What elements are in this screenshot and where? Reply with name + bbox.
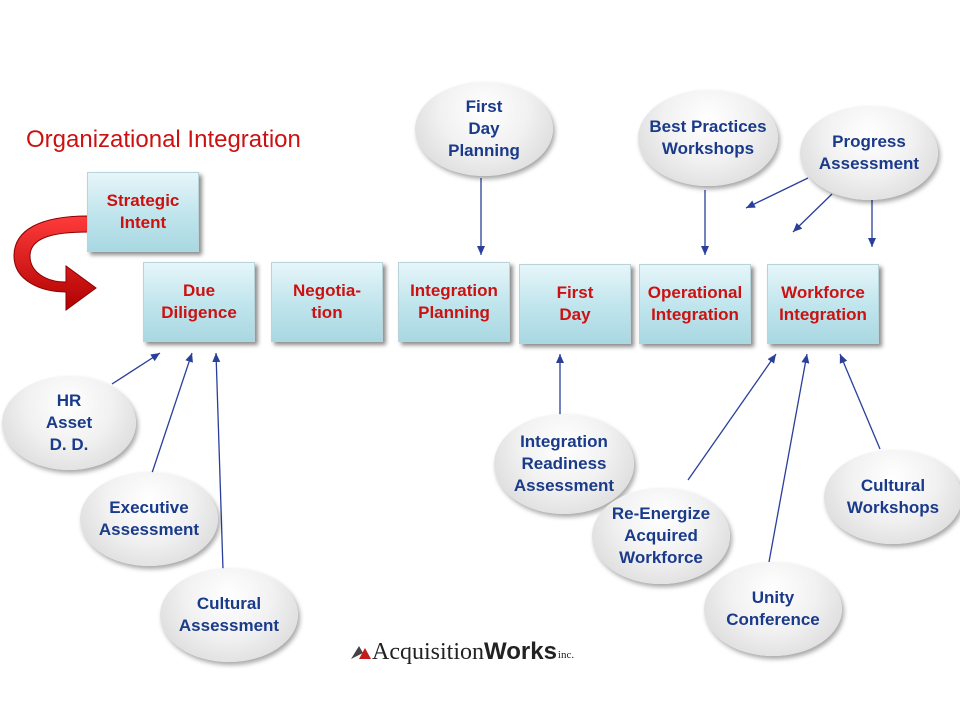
arrow-hr-asset	[111, 352, 161, 385]
stage-integration-planning: Integration Planning	[398, 262, 510, 342]
stage-first-day: First Day	[519, 264, 631, 344]
logo-text-works: Works	[484, 638, 557, 665]
curved-arrow-icon	[13, 215, 97, 311]
bubble-cultural-assessment: Cultural Assessment	[160, 568, 298, 662]
bubble-unity-conference: Unity Conference	[704, 562, 842, 656]
stage-due-diligence: Due Diligence	[143, 262, 255, 342]
bubble-first-day-planning: First Day Planning	[415, 82, 553, 176]
stage-negotiation: Negotia- tion	[271, 262, 383, 342]
arrow-re-energize	[687, 353, 777, 481]
page-title: Organizational Integration	[26, 126, 301, 153]
bubble-re-energize: Re-Energize Acquired Workforce	[592, 488, 730, 584]
bubble-cultural-workshops: Cultural Workshops	[824, 450, 960, 544]
stage-workforce-integration: Workforce Integration	[767, 264, 879, 344]
stage-operational-integration: Operational Integration	[639, 264, 751, 344]
arrow-cultural-assessment	[212, 352, 224, 571]
arrow-unity	[768, 353, 810, 563]
arrow-executive	[151, 352, 193, 474]
arrow-cultural-workshops	[839, 353, 881, 450]
bubble-executive-assessment: Executive Assessment	[80, 472, 218, 566]
bubble-hr-asset: HR Asset D. D.	[2, 376, 136, 470]
bubble-integration-readiness: Integration Readiness Assessment	[494, 414, 634, 514]
arrow-progress-2	[792, 193, 833, 233]
triangle-logo-icon	[351, 646, 371, 659]
logo-text-acquisition: Acquisition	[372, 638, 484, 665]
strategic-intent-box: Strategic Intent	[87, 172, 199, 252]
arrow-progress-1	[745, 177, 809, 209]
bubble-best-practices: Best Practices Workshops	[638, 90, 778, 186]
bubble-progress-assessment: Progress Assessment	[800, 106, 938, 200]
logo-text-inc: inc.	[557, 649, 575, 661]
